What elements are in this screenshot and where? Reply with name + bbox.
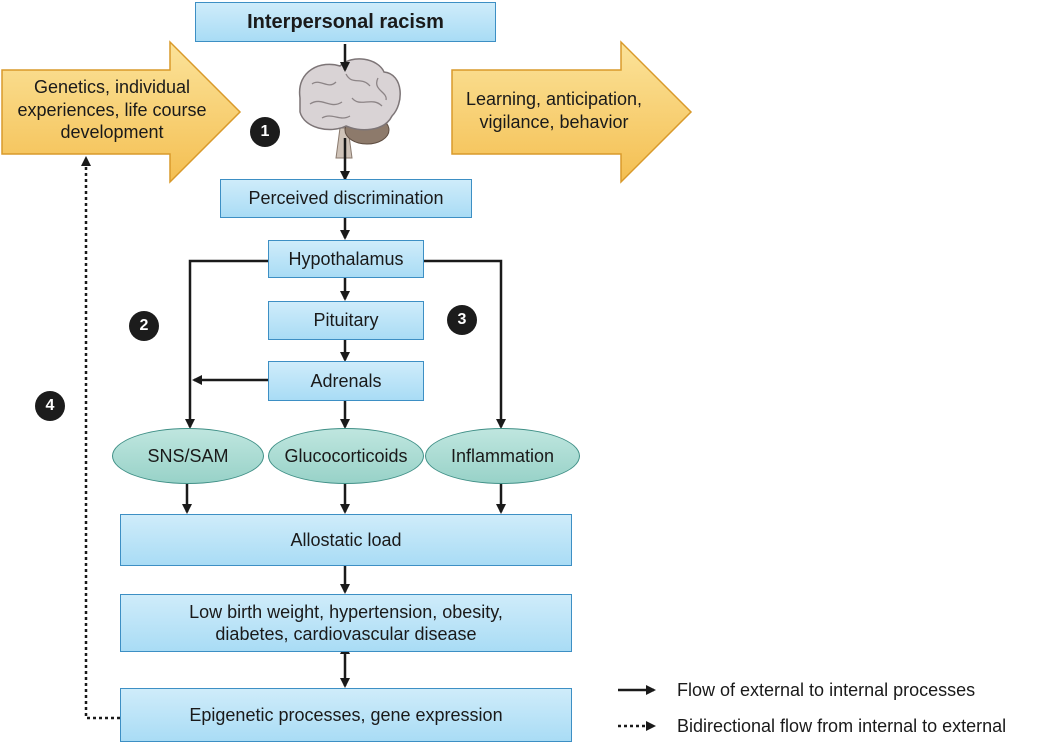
adrenals-box: Adrenals — [268, 361, 424, 401]
right-arrow-label: Learning, anticipation, vigilance, behav… — [465, 89, 643, 132]
right-big-arrow — [451, 40, 693, 184]
epigenetic-box: Epigenetic processes, gene expression — [120, 688, 572, 742]
perceived-discrimination-box: Perceived discrimination — [220, 179, 472, 218]
hypothalamus-box: Hypothalamus — [268, 240, 424, 278]
pituitary-box: Pituitary — [268, 301, 424, 340]
badge-4: 4 — [35, 391, 65, 421]
glucocorticoids-ellipse: Glucocorticoids — [268, 428, 424, 484]
inflammation-ellipse: Inflammation — [425, 428, 580, 484]
badge-2: 2 — [129, 311, 159, 341]
outcomes-box: Low birth weight, hypertension, obesity,… — [120, 594, 572, 652]
interpersonal-racism-box: Interpersonal racism — [195, 2, 496, 42]
left-arrow-label: Genetics, individual experiences, life c… — [17, 77, 207, 142]
sns-sam-ellipse: SNS/SAM — [112, 428, 264, 484]
legend-solid-label: Flow of external to internal processes — [677, 680, 976, 700]
left-big-arrow — [1, 40, 242, 184]
badge-3: 3 — [447, 305, 477, 335]
brain-icon — [298, 58, 401, 159]
allostatic-load-box: Allostatic load — [120, 514, 572, 566]
badge-1: 1 — [250, 117, 280, 147]
legend-dotted-label: Bidirectional flow from internal to exte… — [677, 716, 1007, 736]
